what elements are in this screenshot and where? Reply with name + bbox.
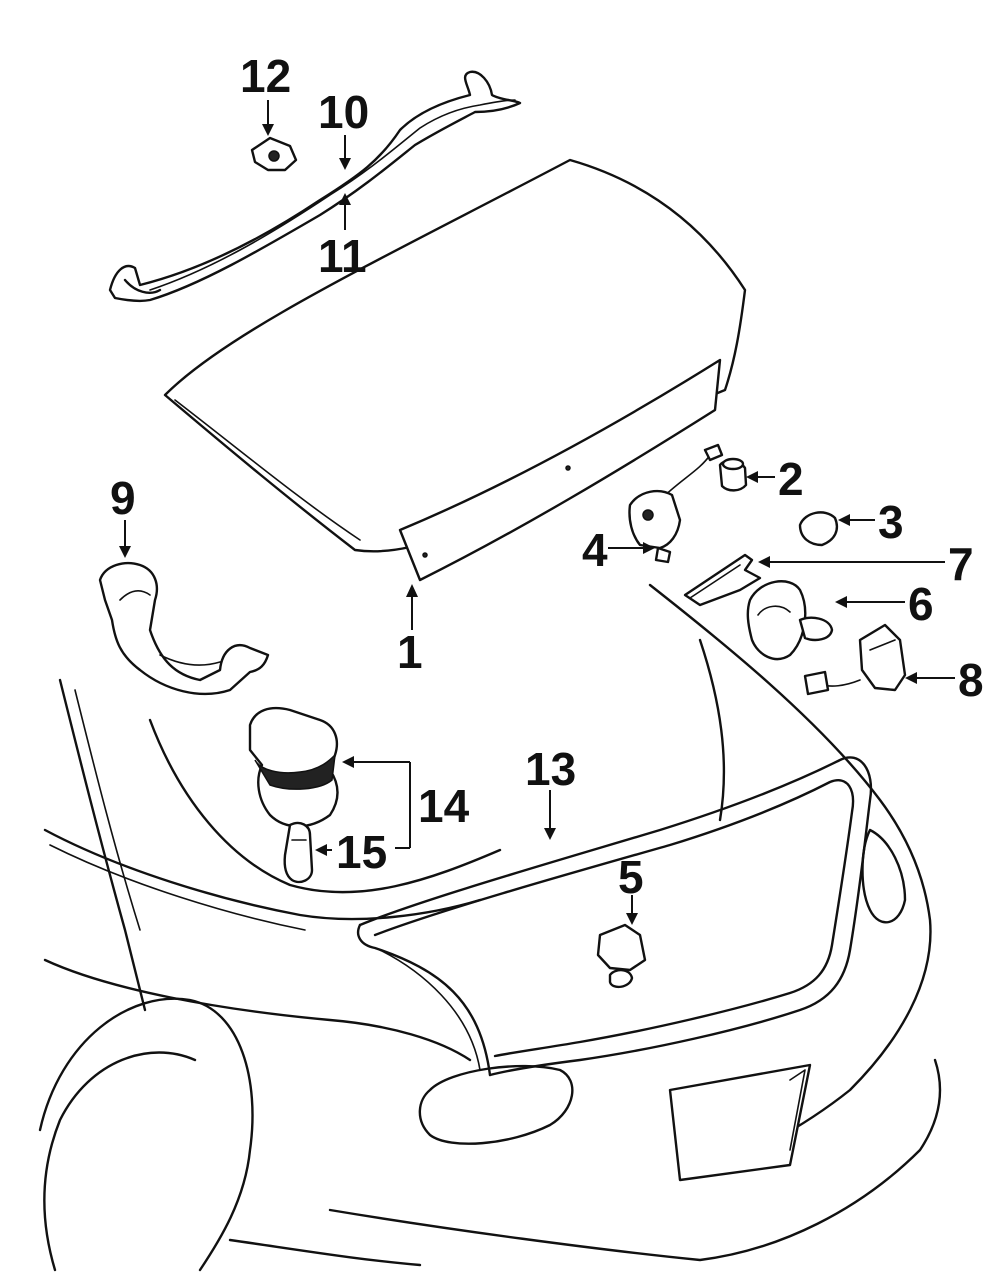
trunk-hinge: [98, 561, 270, 696]
trunk-floor-edge: [379, 949, 481, 1071]
torsion-bar-assembly: [108, 70, 522, 303]
rod-clip-hole: [268, 150, 280, 162]
switch-detail: [869, 639, 896, 651]
taillight-right: [861, 828, 907, 924]
striker-plate: [596, 923, 647, 972]
callout-7: 7: [948, 538, 974, 590]
weatherstrip-left-corner: [356, 923, 492, 1077]
torsion-bar-inner: [149, 99, 516, 291]
trunk-lid-outer: [163, 158, 747, 553]
weatherstrip-inner: [373, 779, 855, 1058]
hinge-body: [98, 561, 270, 696]
callout-14: 14: [418, 780, 470, 832]
license-lamp-lens: [757, 605, 791, 616]
latch-striker-tab: [654, 546, 672, 564]
latch-cable-end: [703, 443, 724, 462]
deck-opening-right: [698, 638, 726, 822]
callout-3: 3: [878, 496, 904, 548]
lid-hole-2: [565, 465, 571, 471]
callout-4: 4: [582, 524, 608, 576]
license-lamp-socket: [798, 616, 834, 642]
torsion-bar-hook-left: [123, 278, 162, 294]
callout-13: 13: [525, 743, 576, 795]
callout-12: 12: [240, 50, 291, 102]
deck-opening-left: [148, 718, 502, 894]
license-lamp-housing: [746, 580, 807, 661]
trunk-latch: [628, 443, 724, 564]
car-body: [38, 583, 942, 1272]
callout-1: 1: [397, 626, 423, 678]
callout-15: 15: [336, 826, 387, 878]
callout-10: 10: [318, 86, 369, 138]
lock-rod: [683, 553, 762, 607]
lock-rod-body: [683, 553, 762, 607]
lock-cylinder-face: [721, 457, 745, 471]
callout-8: 8: [958, 654, 984, 706]
callout-11: 11: [318, 230, 367, 282]
belt-line-lower: [49, 844, 306, 931]
callout-2: 2: [778, 453, 804, 505]
callout-5: 5: [618, 851, 644, 903]
switch-connector: [803, 670, 830, 696]
bulb-glass: [283, 821, 314, 884]
trunk-lamp-housing: [248, 706, 339, 828]
rod-clip: [250, 136, 298, 172]
rear-pillar-line: [58, 678, 147, 1012]
quarter-panel-right: [648, 583, 932, 1177]
wheel-arch-outer: [38, 997, 254, 1272]
trunk-switch: [803, 623, 907, 696]
trunk-lamp-bulb: [283, 821, 314, 884]
belt-line: [43, 828, 482, 921]
callout-6: 6: [908, 578, 934, 630]
latch-bolt: [642, 509, 654, 521]
trunk-weatherstrip: [356, 756, 873, 1077]
lock-rod-detail: [689, 564, 741, 599]
callout-9: 9: [110, 472, 136, 524]
leader-lines: [119, 100, 955, 925]
weatherstrip-outer: [358, 756, 873, 1077]
license-plate-edge: [789, 1069, 806, 1151]
hinge-arm-detail: [159, 654, 221, 666]
taillight-left: [418, 1064, 574, 1145]
lid-hole: [422, 552, 428, 558]
trunk-lid-rear-face: [398, 358, 722, 582]
striker-loop: [608, 968, 634, 989]
rear-pillar-inner-line: [74, 689, 141, 931]
trunk-lid-crease: [174, 399, 361, 541]
trunk-lamp: [248, 706, 339, 828]
wheel-arch-inner: [43, 1051, 197, 1272]
license-bulb-glass: [798, 511, 839, 547]
latch-body: [628, 489, 682, 550]
trunk-lid: [163, 158, 747, 582]
bumper-left-line: [228, 1238, 422, 1267]
callout-numbers: 1 2 3 4 5 6 7 8 9 10 11 12 13 14 15: [110, 50, 984, 903]
license-lamp: [746, 580, 834, 661]
bumper-lower-line: [328, 1058, 942, 1262]
trunk-lamp-lens-band: [254, 752, 337, 790]
latch-striker: [596, 923, 647, 989]
switch-body: [858, 623, 907, 692]
lock-cylinder: [718, 457, 748, 492]
hinge-detail: [119, 590, 151, 601]
license-lamp-bulb: [798, 511, 839, 547]
torsion-bar-outer: [108, 70, 522, 303]
quarter-panel-left: [43, 958, 472, 1062]
license-plate-recess: [668, 1063, 812, 1182]
